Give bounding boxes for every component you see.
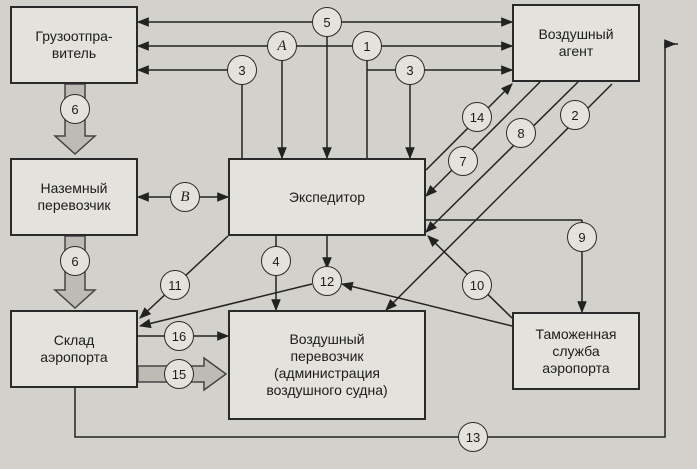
badge-3-left: 3 bbox=[227, 55, 257, 85]
node-air-agent: Воздушный агент bbox=[512, 4, 640, 82]
badge-6-bottom: 6 bbox=[60, 246, 90, 276]
node-air-carrier: Воздушный перевозчик (администрация возд… bbox=[228, 310, 426, 420]
badge-3-right: 3 bbox=[395, 55, 425, 85]
badge-12: 12 bbox=[312, 266, 342, 296]
arrow-8-line bbox=[425, 81, 579, 233]
arrow-7-line bbox=[425, 81, 541, 197]
badge-2: 2 bbox=[560, 100, 590, 130]
badge-9: 9 bbox=[567, 222, 597, 252]
node-airport-warehouse: Склад аэропорта bbox=[10, 310, 138, 388]
badge-11: 11 bbox=[160, 270, 190, 300]
node-ground-carrier: Наземный перевозчик bbox=[10, 158, 138, 236]
arrow-12-from-customs bbox=[340, 281, 513, 327]
badge-10: 10 bbox=[462, 270, 492, 300]
badge-13: 13 bbox=[458, 422, 488, 452]
node-shipper: Грузоотпра- витель bbox=[10, 6, 138, 84]
badge-6-top: 6 bbox=[60, 94, 90, 124]
badge-16: 16 bbox=[164, 321, 194, 351]
node-customs: Таможенная служба аэропорта bbox=[512, 312, 640, 390]
badge-15: 15 bbox=[164, 359, 194, 389]
badge-A: A bbox=[267, 31, 297, 61]
badge-B: B bbox=[170, 182, 200, 212]
node-forwarder: Экспедитор bbox=[228, 158, 426, 236]
badge-5: 5 bbox=[312, 7, 342, 37]
arrow-12-to-warehouse bbox=[138, 283, 313, 329]
badge-4: 4 bbox=[261, 246, 291, 276]
badge-7: 7 bbox=[448, 146, 478, 176]
badge-8: 8 bbox=[506, 118, 536, 148]
badge-1: 1 bbox=[352, 31, 382, 61]
badge-14: 14 bbox=[462, 102, 492, 132]
